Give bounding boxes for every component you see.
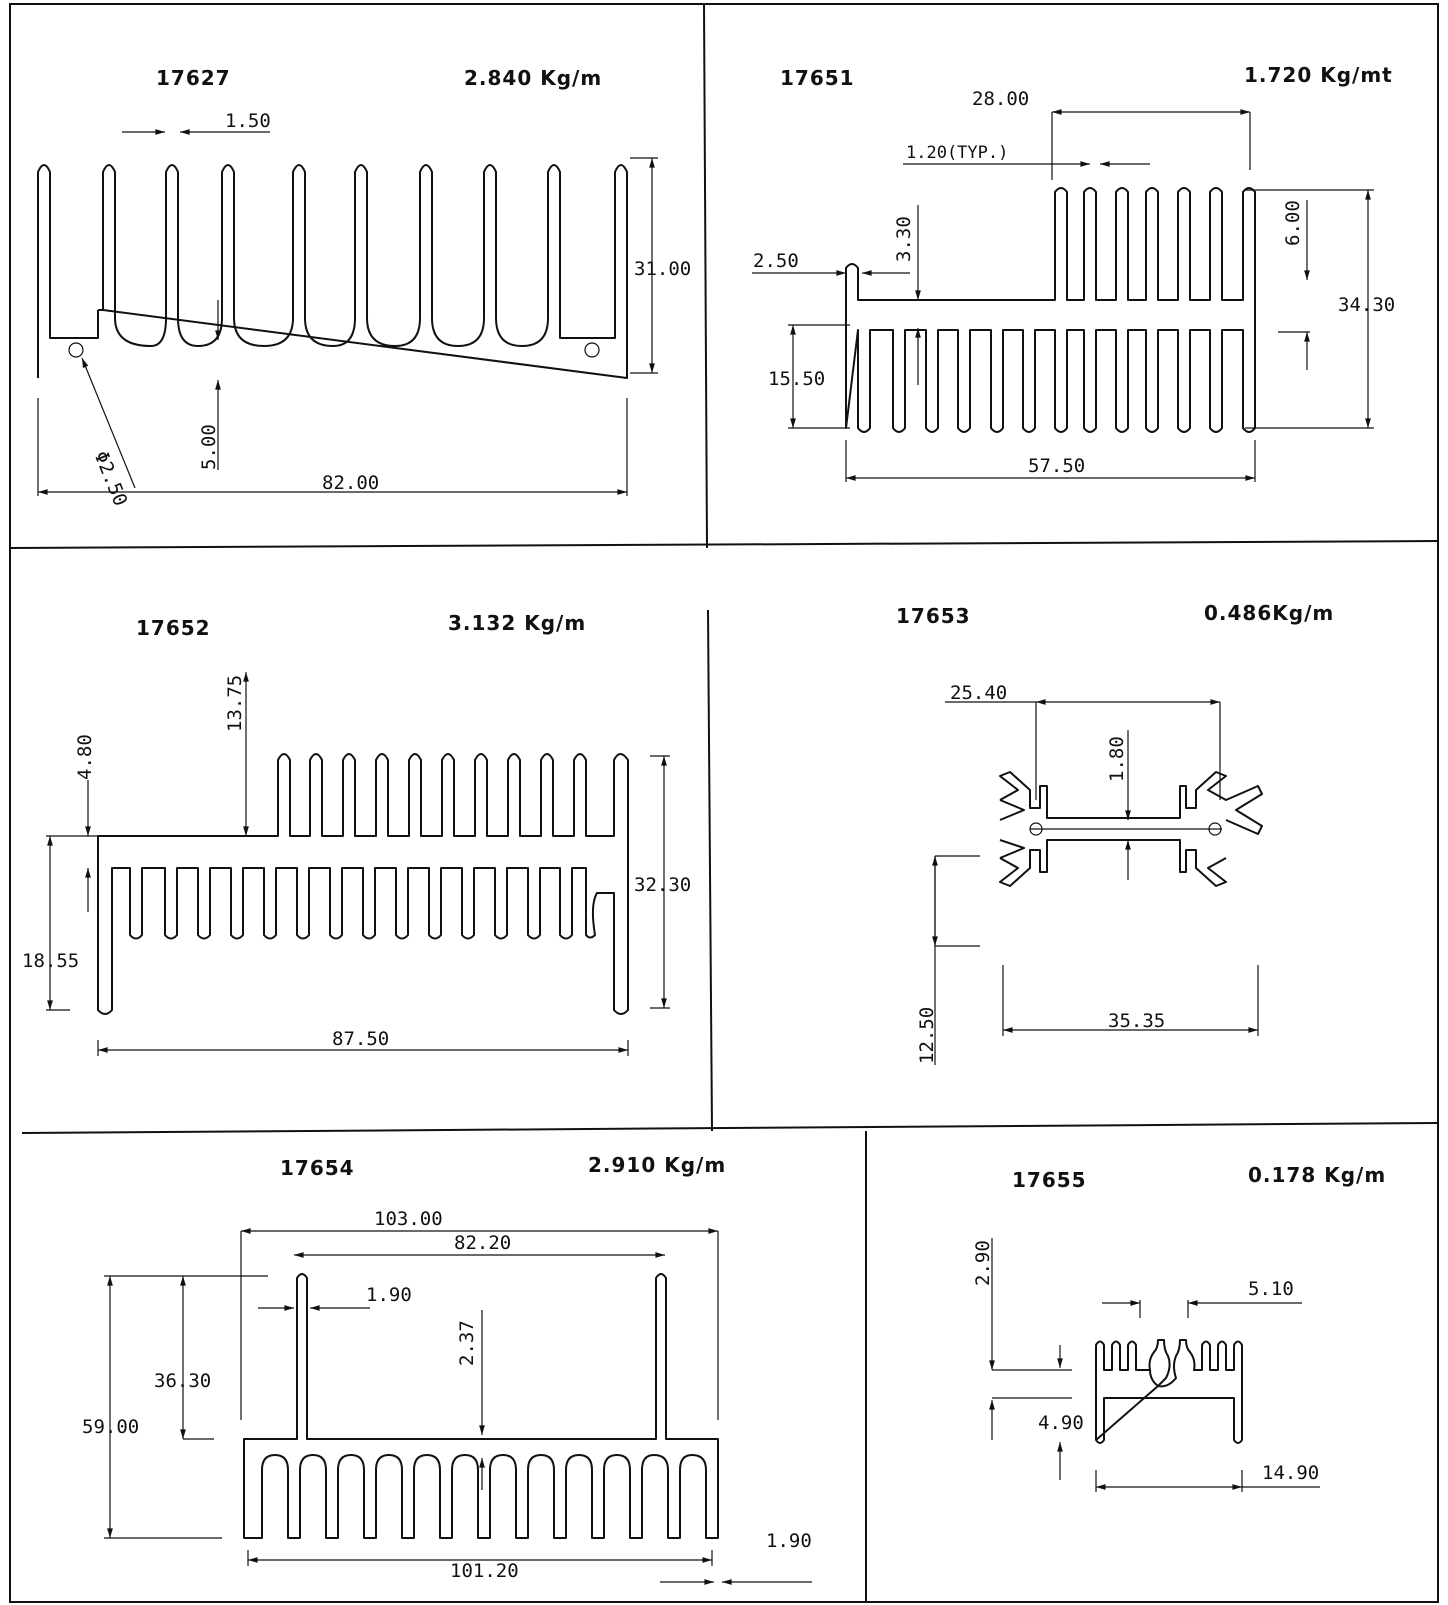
profile-17651 — [752, 109, 1374, 482]
unit-weight: 3.132 Kg/m — [448, 611, 587, 635]
profile-17655 — [989, 1238, 1320, 1492]
dim-height: 4.90 — [1038, 1412, 1084, 1434]
dim-web: 1.80 — [1106, 736, 1128, 782]
panel-frame — [9, 3, 1439, 1603]
dim-base: 5.00 — [198, 424, 220, 470]
profile-17627 — [37, 129, 658, 496]
unit-weight: 2.840 Kg/m — [464, 66, 603, 90]
profile-17654 — [104, 1228, 812, 1585]
unit-weight: 0.486Kg/m — [1204, 601, 1335, 625]
dim-top-fins: 13.75 — [224, 674, 246, 732]
unit-weight: 2.910 Kg/m — [588, 1153, 727, 1177]
dim-height: 31.00 — [634, 258, 692, 280]
dim-width: 14.90 — [1262, 1462, 1320, 1484]
unit-weight: 1.720 Kg/mt — [1244, 63, 1393, 87]
dim-base: 2.37 — [456, 1320, 478, 1366]
dim-top-width: 28.00 — [972, 88, 1030, 110]
dim-overall: 103.00 — [374, 1208, 443, 1230]
dim-side: 1.90 — [766, 1530, 812, 1552]
part-number: 17651 — [780, 66, 855, 90]
dim-height: 32.30 — [634, 874, 692, 896]
dim-width: 82.00 — [322, 472, 380, 494]
dim-width: 101.20 — [450, 1560, 519, 1582]
profile-17652 — [46, 672, 670, 1056]
dim-wall: 2.50 — [753, 250, 799, 272]
dim-offset: 4.80 — [74, 734, 96, 780]
part-number: 17655 — [1012, 1168, 1087, 1192]
dim-lower: 15.50 — [768, 368, 826, 390]
part-number: 17652 — [136, 616, 211, 640]
dim-height: 12.50 — [916, 1006, 938, 1064]
dim-height: 34.30 — [1338, 294, 1396, 316]
dim-post: 1.90 — [366, 1284, 412, 1306]
dim-inner: 82.20 — [454, 1232, 512, 1254]
dim-top-fin: 6.00 — [1282, 200, 1304, 246]
dim-top: 2.90 — [972, 1240, 994, 1286]
dim-span: 25.40 — [950, 682, 1008, 704]
part-number: 17653 — [896, 604, 971, 628]
dim-fin-typ: 1.20(TYP.) — [906, 143, 1009, 163]
dim-width: 35.35 — [1108, 1010, 1166, 1032]
dim-post-height: 36.30 — [154, 1370, 212, 1392]
profile-17653 — [932, 699, 1263, 1065]
part-number: 17654 — [280, 1156, 355, 1180]
dim-gap: 5.10 — [1248, 1278, 1294, 1300]
dim-width: 57.50 — [1028, 455, 1086, 477]
dim-step: 3.30 — [893, 216, 915, 262]
dim-fin-thickness: 1.50 — [225, 110, 271, 132]
dim-height: 59.00 — [82, 1416, 140, 1438]
unit-weight: 0.178 Kg/m — [1248, 1163, 1387, 1187]
dim-width: 87.50 — [332, 1028, 390, 1050]
part-number: 17627 — [156, 66, 231, 90]
dim-lower: 18.55 — [22, 950, 80, 972]
